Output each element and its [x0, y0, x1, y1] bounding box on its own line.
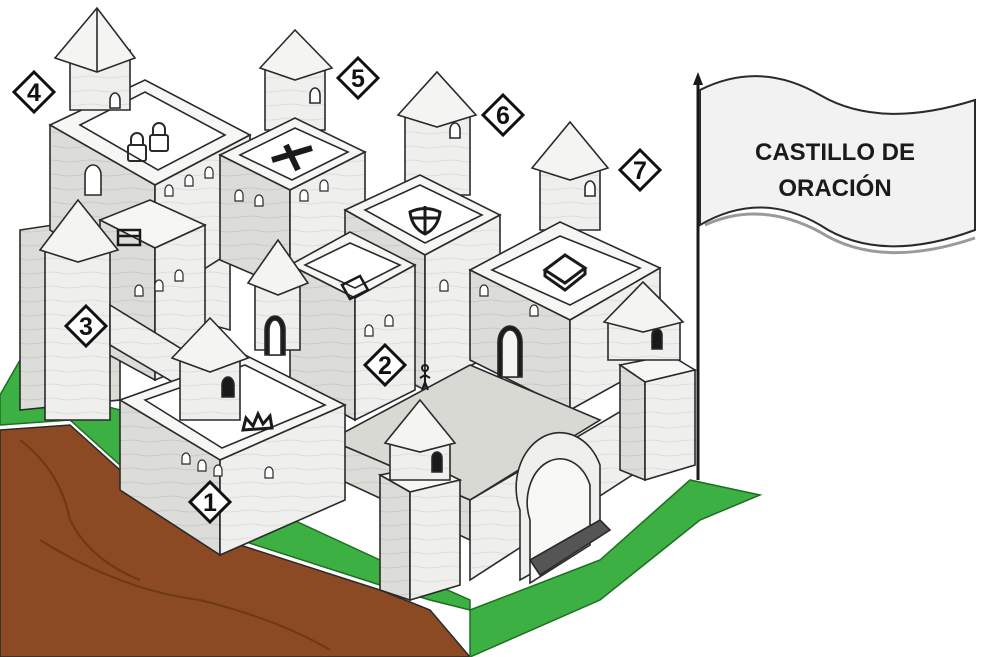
label-6-text: 6	[496, 102, 510, 130]
flag-title-line2: ORACIÓN	[778, 174, 891, 202]
label-6: 6	[483, 95, 523, 135]
label-4-text: 4	[27, 79, 41, 107]
label-7: 7	[620, 150, 660, 190]
label-5-text: 5	[351, 65, 365, 93]
flag-title-line1: CASTILLO DE	[755, 139, 915, 166]
label-2-text: 2	[378, 352, 392, 380]
flag: CASTILLO DE ORACIÓN	[693, 72, 975, 480]
label-5: 5	[338, 58, 378, 98]
label-3-text: 3	[79, 313, 93, 341]
label-4: 4	[14, 72, 54, 112]
label-7-text: 7	[633, 157, 647, 185]
label-1-text: 1	[203, 489, 217, 517]
